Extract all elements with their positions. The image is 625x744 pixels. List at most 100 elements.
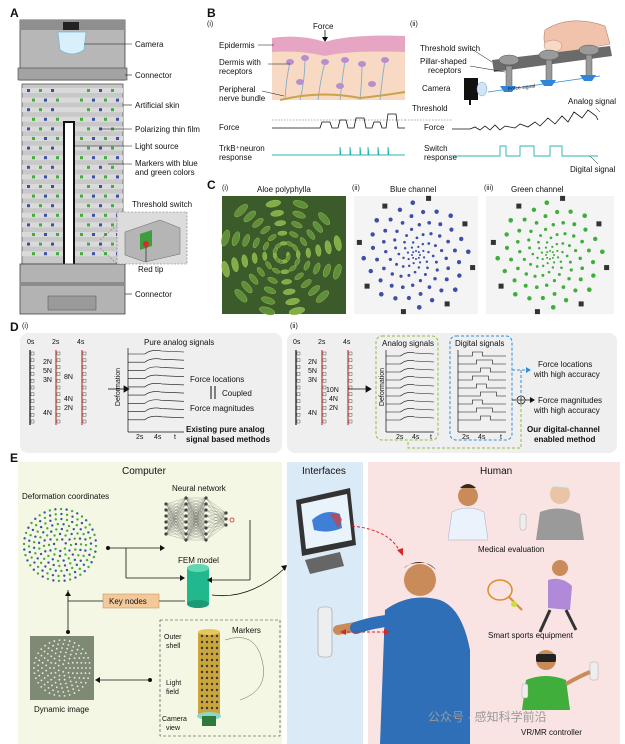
e-light-2: field bbox=[166, 689, 179, 696]
d-force-magnitudes: Force magnitudes bbox=[190, 404, 255, 413]
e-sports: Smart sports equipment bbox=[488, 631, 573, 640]
b-force-row-ii: Force bbox=[424, 123, 445, 132]
d-ii-t0: 0s bbox=[293, 339, 301, 346]
d-ii-axis-2s: 2s bbox=[396, 434, 404, 441]
panel-b-ii: (ii) bbox=[410, 21, 418, 28]
e-camera-1: Camera bbox=[162, 716, 187, 723]
d-ii-10n: 10N bbox=[326, 387, 339, 394]
panel-c-green: Green channel bbox=[511, 185, 564, 194]
b-force-row: Force bbox=[219, 123, 240, 132]
d-i-8n: 8N bbox=[64, 374, 73, 381]
d-ii-axis-2s-b: 2s bbox=[462, 434, 470, 441]
panel-c-aloe: Aloe polyphylla bbox=[257, 185, 311, 194]
b-switch-1: Switch bbox=[424, 144, 448, 153]
label-connector-bottom: Connector bbox=[135, 290, 172, 299]
b-trkb-1: TrkB⁺neuron bbox=[219, 144, 265, 153]
label-threshold-switch-a: Threshold switch bbox=[132, 200, 193, 209]
d-ii-5n: 5N bbox=[308, 368, 317, 375]
d-ii-2n: 2N bbox=[308, 359, 317, 366]
e-key-nodes: Key nodes bbox=[109, 597, 147, 606]
panel-c-ii: (ii) bbox=[352, 185, 360, 192]
b-camera: Camera bbox=[422, 84, 451, 93]
panel-c-blue: Blue channel bbox=[390, 185, 437, 194]
label-polarizing-film: Polarizing thin film bbox=[135, 125, 200, 134]
d-pure-analog: Pure analog signals bbox=[144, 338, 215, 347]
e-human-title: Human bbox=[480, 466, 513, 477]
d-i-t2: 2s bbox=[52, 339, 60, 346]
panel-e-letter: E bbox=[10, 451, 19, 465]
d-force-locations: Force locations bbox=[190, 375, 245, 384]
b-analog-signal: Analog signal bbox=[568, 97, 617, 106]
e-vr: VR/MR controller bbox=[521, 728, 582, 737]
d-ii-t4: 4s bbox=[343, 339, 351, 346]
e-medical: Medical evaluation bbox=[478, 545, 545, 554]
b-dermis-2: receptors bbox=[219, 67, 253, 76]
e-fem-model: FEM model bbox=[178, 556, 219, 565]
d-loc-acc-1: Force locations bbox=[538, 360, 593, 369]
d-i-2n-b: 2N bbox=[64, 405, 73, 412]
d-analog-signals: Analog signals bbox=[382, 339, 435, 348]
b-digital-signal: Digital signal bbox=[570, 165, 616, 174]
d-i-axis-4s: 4s bbox=[154, 434, 162, 441]
b-dermis-1: Dermis with bbox=[219, 58, 261, 67]
e-neural-network: Neural network bbox=[172, 484, 226, 493]
label-connector-top: Connector bbox=[135, 71, 172, 80]
label-red-tip: Red tip bbox=[138, 265, 164, 274]
e-interfaces-title: Interfaces bbox=[302, 466, 346, 477]
d-ii-4n-a: 4N bbox=[308, 410, 317, 417]
d-mag-acc-1: Force magnitudes bbox=[538, 396, 603, 405]
d-coupled: Coupled bbox=[222, 389, 252, 398]
e-deformation-coords: Deformation coordinates bbox=[22, 492, 110, 501]
d-i-t0: 0s bbox=[27, 339, 35, 346]
label-markers-2: and green colors bbox=[135, 168, 195, 177]
e-outer-1: Outer bbox=[164, 634, 182, 641]
e-camera-2: view bbox=[166, 725, 181, 732]
panel-b-i: (i) bbox=[207, 21, 214, 28]
b-peripheral-1: Peripheral bbox=[219, 85, 256, 94]
b-force-top: Force bbox=[313, 22, 334, 31]
d-ii-axis-t: t bbox=[430, 434, 432, 441]
panel-c-i: (i) bbox=[222, 185, 229, 192]
label-camera: Camera bbox=[135, 40, 164, 49]
panel-b-letter: B bbox=[207, 6, 216, 20]
d-ii-4n-b: 4N bbox=[329, 396, 338, 403]
d-mag-acc-2: with high accuracy bbox=[534, 406, 600, 415]
d-i-4n-b: 4N bbox=[64, 396, 73, 403]
d-ii-axis-t-b: t bbox=[500, 434, 502, 441]
b-switch-2: response bbox=[424, 153, 457, 162]
d-i-axis-t: t bbox=[174, 434, 176, 441]
d-ii-t2: 2s bbox=[318, 339, 326, 346]
d-i-axis-2s: 2s bbox=[136, 434, 144, 441]
b-epidermis: Epidermis bbox=[219, 41, 255, 50]
d-i-4n-a: 4N bbox=[43, 410, 52, 417]
d-existing-1: Existing pure analog bbox=[186, 425, 265, 434]
d-loc-acc-2: with high accuracy bbox=[534, 370, 600, 379]
d-ours-2: enabled method bbox=[534, 435, 596, 444]
d-digital-signals: Digital signals bbox=[455, 339, 505, 348]
d-ii-axis-4s: 4s bbox=[412, 434, 420, 441]
label-light-source: Light source bbox=[135, 142, 179, 151]
b-trkb-2: response bbox=[219, 153, 252, 162]
panel-c-iii: (iii) bbox=[484, 185, 494, 192]
watermark: 公众号 · 感知科学前沿 bbox=[428, 710, 547, 724]
label-markers-1: Markers with blue bbox=[135, 159, 198, 168]
b-pillar-2: receptors bbox=[428, 66, 462, 75]
b-peripheral-2: nerve bundle bbox=[219, 94, 266, 103]
d-ours-1: Our digital-channel bbox=[527, 425, 600, 434]
panel-d-ii: (ii) bbox=[290, 323, 298, 330]
label-artificial-skin: Artificial skin bbox=[135, 101, 180, 110]
d-ii-2n-b: 2N bbox=[329, 405, 338, 412]
d-i-2n: 2N bbox=[43, 359, 52, 366]
b-pillar-1: Pillar-shaped bbox=[420, 57, 467, 66]
panel-c-letter: C bbox=[207, 178, 216, 192]
b-threshold: Threshold bbox=[412, 104, 448, 113]
e-light-1: Light bbox=[166, 680, 182, 687]
e-outer-2: shell bbox=[166, 643, 181, 650]
d-existing-2: signal based methods bbox=[186, 435, 271, 444]
e-computer-title: Computer bbox=[122, 466, 166, 477]
